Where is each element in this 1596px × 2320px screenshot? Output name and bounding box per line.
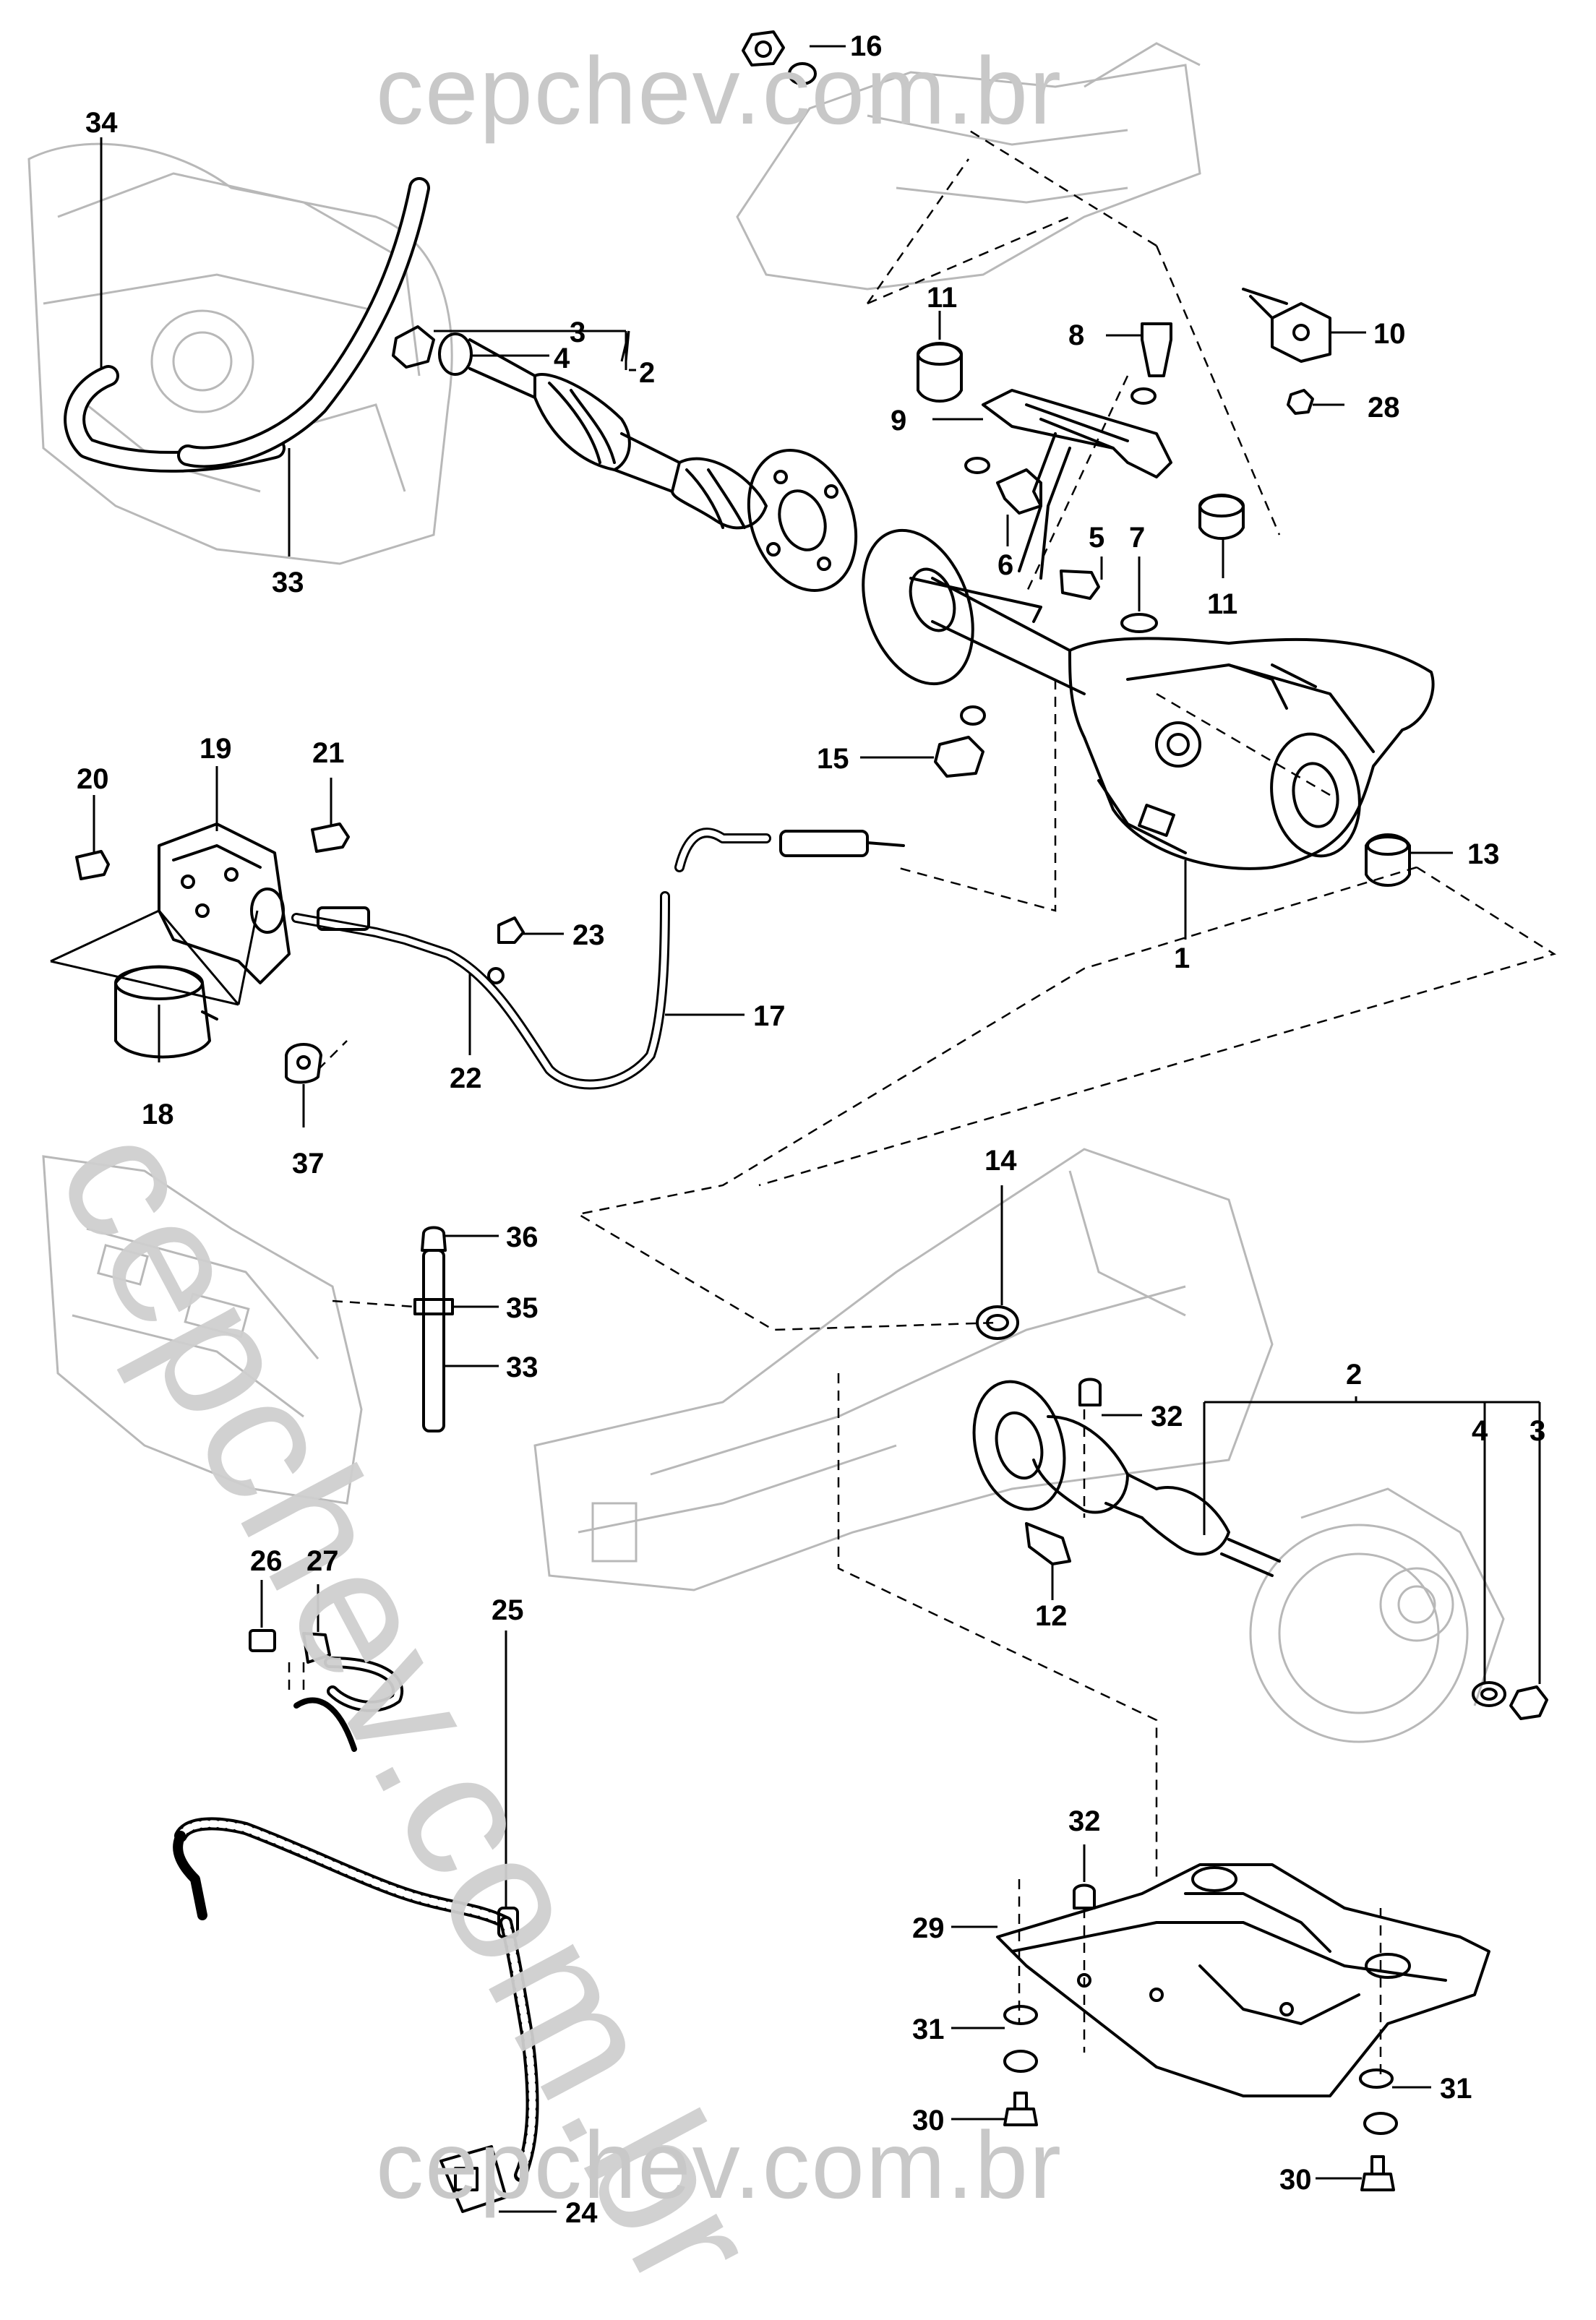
callout-11-bottom: 11 [1207,588,1238,620]
part-9-torque-arm [982,389,1172,580]
callout-4-bottom: 4 [1472,1415,1488,1447]
callout-34: 34 [85,107,118,139]
part-36-cap [421,1226,447,1252]
callout-2-bottom: 2 [1346,1359,1363,1391]
part-29-skid-plate [996,1863,1490,2097]
part-8-bolt [1130,322,1172,405]
callout-37: 37 [292,1148,325,1180]
part-18-actuator [114,965,218,1059]
part-1-differential-housing [862,528,1435,870]
callout-15: 15 [817,743,849,775]
part-10-bracket [1242,288,1331,363]
callout-17: 17 [753,1000,786,1032]
callout-2: 2 [639,357,656,389]
callout-16: 16 [850,30,883,62]
part-4-washer-bottom [1472,1681,1506,1707]
part-26-plug [249,1629,276,1652]
watermark-bottom: cepchev.com.br [376,2112,1063,2218]
part-30-bolt-right [1360,2155,1395,2191]
callout-3-bottom: 3 [1530,1415,1546,1447]
callout-6: 6 [998,549,1014,581]
callout-28: 28 [1368,392,1400,424]
callout-26: 26 [250,1545,283,1577]
part-28-nut [1287,389,1314,415]
part-37-nut [285,1043,322,1084]
callout-33-top: 33 [272,567,304,598]
part-32-bolt-top [1078,1378,1102,1406]
part-12-bolt [1025,1522,1071,1565]
part-31-washer-right [1359,2068,1398,2135]
dashed-assembly-lines [288,129,1557,2081]
callout-4: 4 [554,343,570,374]
part-7-washer [1120,613,1158,633]
part-21-bolt [311,822,350,853]
callout-27: 27 [306,1545,339,1577]
callout-8: 8 [1068,319,1085,351]
part-11-bushing-top [917,342,963,403]
part-13-bushing [1365,833,1411,887]
parts-line-art [50,30,1557,2213]
part-6-bolt [964,457,1042,515]
callout-31-right: 31 [1440,2073,1472,2105]
callout-3: 3 [570,317,586,348]
part-27-clamp [293,1632,403,1752]
part-30-bolt-left [1003,2092,1038,2126]
callout-35: 35 [506,1292,539,1324]
callout-21: 21 [312,737,345,769]
callout-11-top: 11 [927,282,958,314]
part-17-cable [291,828,905,1090]
part-31-washer-left [1003,2005,1038,2073]
background-sketches [27,42,1505,1743]
part-23-bolt [497,916,525,944]
callout-1: 1 [1174,942,1190,974]
part-2-drive-shaft-top [392,325,858,592]
leader-lines [50,45,1541,2213]
callout-20: 20 [77,763,109,795]
part-33-tube-top [177,177,430,468]
callout-32-plate: 32 [1068,1805,1101,1837]
watermark-top: cepchev.com.br [376,38,1063,144]
callout-22: 22 [450,1062,482,1094]
callout-29: 29 [912,1912,945,1944]
callout-18: 18 [142,1099,174,1130]
part-15-nut [934,705,986,778]
callout-30-left: 30 [912,2105,945,2136]
part-25-harness [173,1817,539,2182]
callout-24: 24 [565,2197,598,2229]
callout-13: 13 [1467,838,1500,870]
part-24-connector [439,2145,507,2213]
callout-9: 9 [891,405,907,437]
callout-33-mid: 33 [506,1352,539,1383]
callout-5: 5 [1089,522,1105,554]
callout-31-left: 31 [912,2014,945,2045]
part-2-drive-shaft-bottom [972,1380,1281,1577]
part-3-nut-bottom [1509,1685,1548,1720]
callout-23: 23 [572,919,605,951]
callout-10: 10 [1373,318,1406,350]
callout-7: 7 [1129,522,1146,554]
part-5-bolt [1060,570,1100,600]
callout-36: 36 [506,1221,539,1253]
exploded-parts-diagram: cepchev.com.br cepchev.com.br cepchev.co… [20,30,1557,2320]
callout-25: 25 [492,1594,524,1626]
part-35-clip [413,1298,454,1315]
callout-19: 19 [200,733,232,765]
part-33-tube-mid [422,1249,445,1432]
callout-14: 14 [984,1145,1017,1177]
callout-30-right: 30 [1279,2164,1312,2196]
callout-32-top: 32 [1151,1401,1183,1432]
part-16-nut [742,30,817,85]
part-11-bushing-bottom [1198,494,1245,540]
part-20-bolt [75,850,110,880]
part-19-bracket [158,822,291,984]
part-32-bolt-plate [1073,1883,1096,1909]
callout-12: 12 [1035,1600,1068,1632]
